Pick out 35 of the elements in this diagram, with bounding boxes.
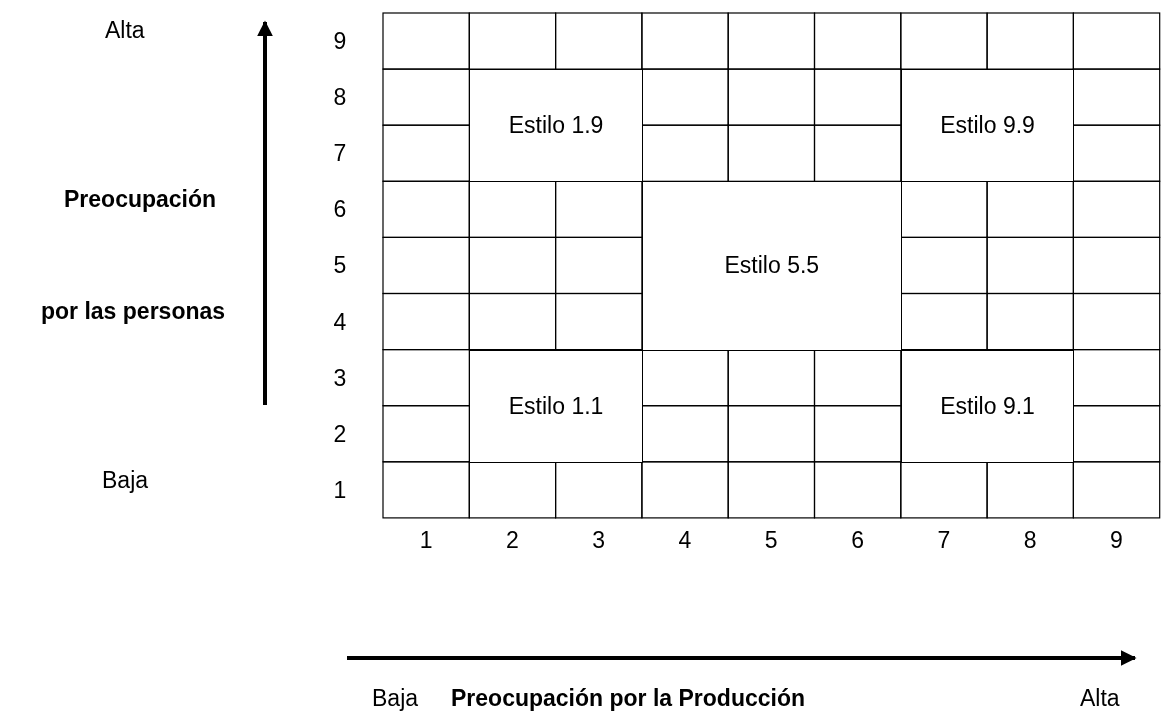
tick-label: 1 <box>333 476 347 503</box>
style-label: Estilo 9.1 <box>940 392 1035 420</box>
style-region <box>469 349 643 463</box>
tick-label: 6 <box>333 196 347 223</box>
tick-label: 8 <box>1023 527 1037 553</box>
style-region <box>641 181 902 351</box>
axis-title: Preocupación por la Producción <box>451 685 805 711</box>
tick-label: 9 <box>333 28 347 55</box>
tick-label: 1 <box>419 527 433 553</box>
tick-label: 3 <box>592 527 606 553</box>
axis-end-label: Alta <box>1080 685 1120 711</box>
axis-end-label: Baja <box>372 685 419 711</box>
tick-label: 8 <box>333 84 347 111</box>
tick-label: 9 <box>1110 527 1123 553</box>
style-label: Estilo 1.9 <box>508 112 604 140</box>
tick-label: 7 <box>937 527 951 553</box>
tick-label: 3 <box>333 364 347 391</box>
tick-label: 6 <box>851 527 864 553</box>
axis-title: por las personas <box>41 298 226 324</box>
style-region <box>900 69 1075 183</box>
axis-end-label: Alta <box>105 17 145 43</box>
tick-label: 5 <box>764 527 778 553</box>
tick-label: 7 <box>333 140 347 167</box>
style-label: Estilo 5.5 <box>724 252 820 280</box>
style-region <box>900 349 1075 463</box>
style-region <box>469 69 643 183</box>
style-label: Estilo 1.1 <box>508 392 604 420</box>
tick-label: 5 <box>333 252 347 279</box>
axis-title: Preocupación <box>64 186 217 212</box>
tick-label: 4 <box>678 527 692 553</box>
tick-label: 2 <box>333 420 347 447</box>
axis-end-label: Baja <box>102 467 149 493</box>
style-label: Estilo 9.9 <box>940 112 1035 140</box>
tick-label: 2 <box>505 527 519 553</box>
tick-label: 4 <box>333 308 347 335</box>
